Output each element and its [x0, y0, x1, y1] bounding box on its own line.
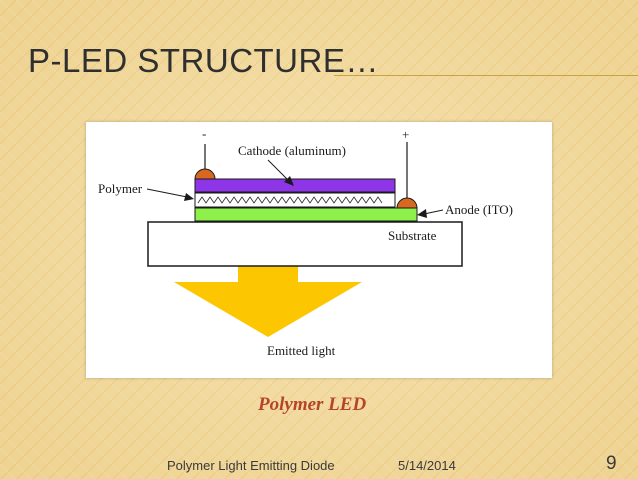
cathode-contact — [194, 168, 216, 180]
anode-label: Anode (ITO) — [445, 202, 513, 217]
substrate-layer — [147, 221, 463, 267]
cathode-arrowhead — [284, 176, 294, 186]
pled-structure-figure: - + Cathode (aluminum) Polymer Anode (IT… — [86, 122, 552, 378]
footer-title: Polymer Light Emitting Diode — [167, 458, 335, 473]
polymer-zigzag — [197, 196, 383, 204]
cathode-label: Cathode (aluminum) — [238, 143, 346, 158]
pled-structure-diagram: - + Cathode (aluminum) Polymer Anode (IT… — [98, 126, 513, 358]
cathode-leader — [267, 159, 291, 183]
emitted-light-arrow — [174, 222, 362, 337]
polymer-leader — [146, 188, 188, 198]
substrate-label: Substrate — [388, 228, 437, 243]
emitted-light-label: Emitted light — [267, 343, 336, 358]
anode-leader — [423, 209, 444, 215]
plus-label: + — [402, 127, 409, 142]
cathode-layer — [194, 178, 396, 193]
minus-label: - — [202, 126, 206, 141]
anode-contact — [396, 197, 418, 209]
anode-arrowhead — [417, 209, 427, 218]
footer-date: 5/14/2014 — [398, 458, 456, 473]
polymer-label: Polymer — [98, 181, 143, 196]
page-number: 9 — [606, 453, 617, 474]
figure-caption: Polymer LED — [258, 394, 367, 415]
polymer-arrowhead — [184, 193, 194, 201]
slide-title: P-LED STRUCTURE… — [28, 42, 379, 79]
title-underline — [334, 75, 638, 76]
polymer-layer — [194, 192, 396, 208]
anode-layer — [194, 207, 418, 222]
